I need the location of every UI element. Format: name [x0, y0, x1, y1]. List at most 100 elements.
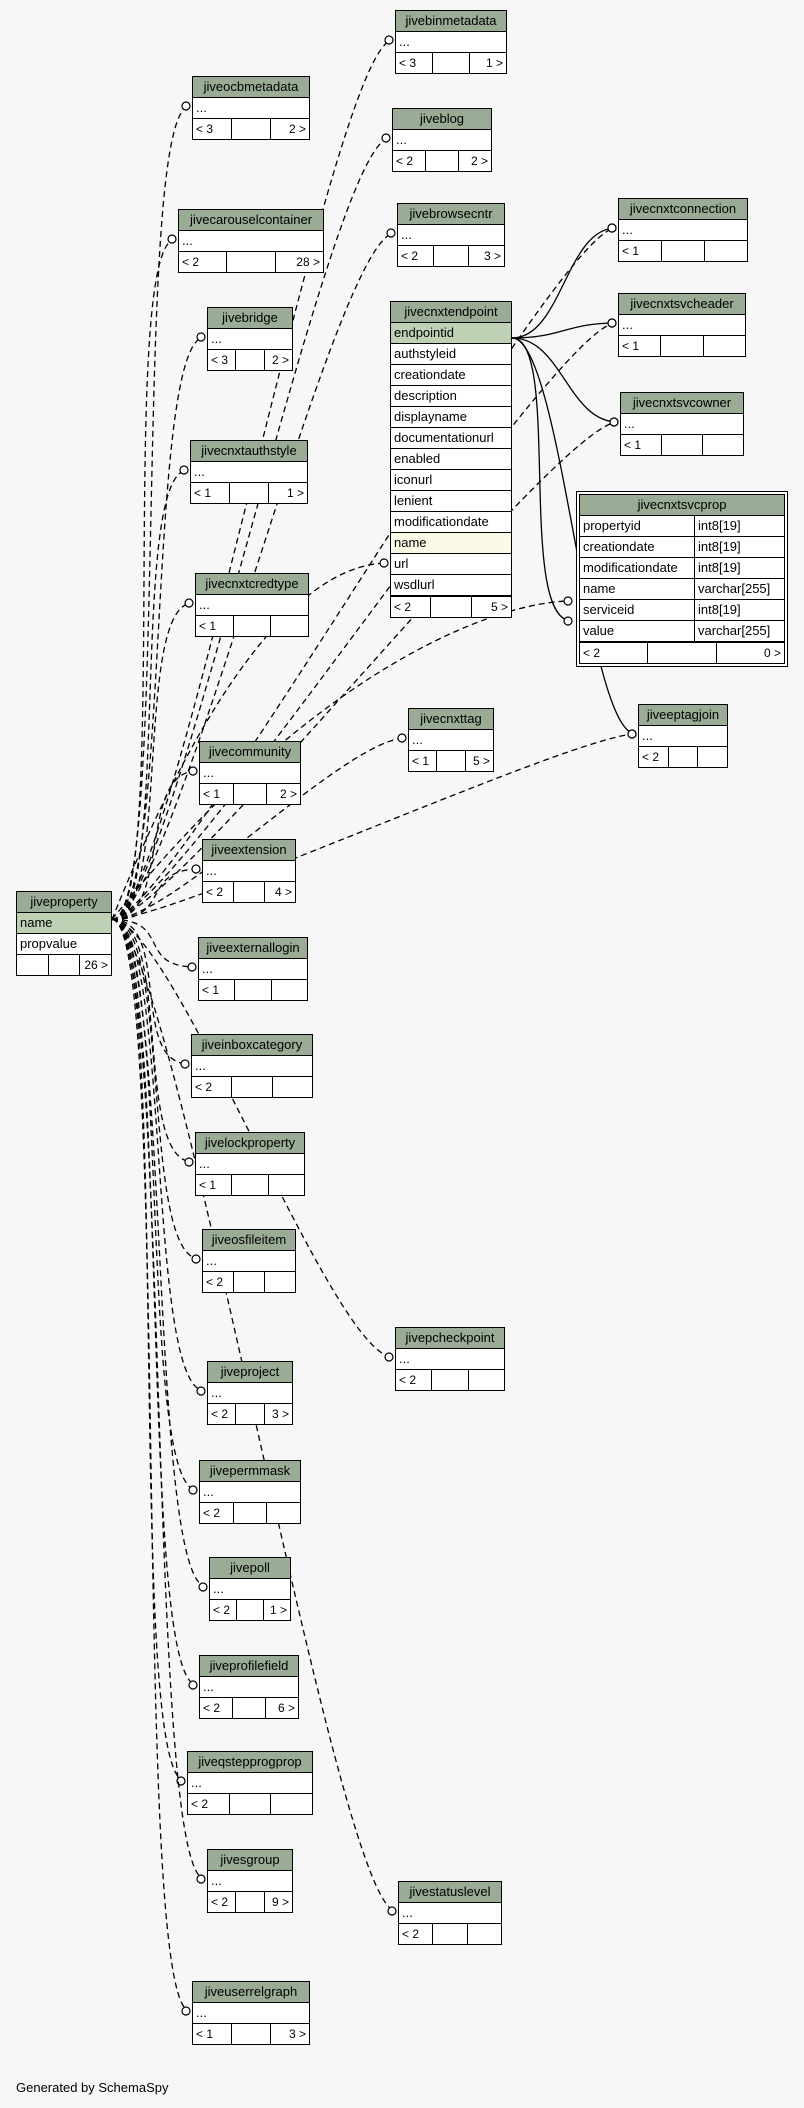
table-jivecommunity[interactable]: jivecommunity...< 1 2 > — [199, 741, 301, 805]
parents-count[interactable]: < 2 — [206, 885, 224, 899]
table-jiveproperty[interactable]: jiveproperty name propvalue 26 > — [16, 891, 112, 976]
parents-count[interactable]: < 1 — [203, 787, 221, 801]
children-count[interactable] — [264, 1272, 295, 1292]
table-jivecnxtauthstyle[interactable]: jivecnxtauthstyle...< 1 1 > — [190, 440, 308, 504]
children-count[interactable]: 5 > — [470, 597, 511, 617]
table-header[interactable]: jivecnxtsvcheader — [619, 294, 745, 315]
table-header[interactable]: jivecnxtendpoint — [391, 302, 511, 323]
table-header[interactable]: jiveproperty — [17, 892, 111, 913]
table-jivebinmetadata[interactable]: jivebinmetadata...< 3 1 > — [395, 10, 507, 74]
parents-count[interactable]: < 1 — [199, 1178, 217, 1192]
table-jivepcheckpoint[interactable]: jivepcheckpoint...< 2 — [395, 1327, 505, 1391]
table-header[interactable]: jivestatuslevel — [399, 1882, 501, 1903]
children-count[interactable] — [702, 336, 745, 356]
table-jiveproject[interactable]: jiveproject...< 2 3 > — [207, 1361, 293, 1425]
table-header[interactable]: jivebridge — [208, 308, 292, 329]
table-header[interactable]: jiveextension — [203, 840, 295, 861]
children-count[interactable]: 6 > — [265, 1698, 298, 1718]
table-header[interactable]: jivebrowsecntr — [398, 204, 504, 225]
table-jivesgroup[interactable]: jivesgroup...< 2 9 > — [207, 1849, 293, 1913]
table-header[interactable]: jivecnxtsvcowner — [621, 393, 743, 414]
children-count[interactable]: 3 > — [468, 246, 504, 266]
table-header[interactable]: jivesgroup — [208, 1850, 292, 1871]
table-jivepermmask[interactable]: jivepermmask...< 2 — [199, 1460, 301, 1524]
table-jiveeptagjoin[interactable]: jiveeptagjoin...< 2 — [638, 704, 728, 768]
children-count[interactable]: 2 > — [458, 151, 491, 171]
children-count[interactable]: 1 > — [268, 483, 307, 503]
table-header[interactable]: jivecnxtconnection — [619, 199, 747, 220]
table-jivecnxttag[interactable]: jivecnxttag...< 1 5 > — [408, 708, 494, 772]
children-count[interactable] — [704, 241, 747, 261]
parents-count[interactable]: < 1 — [624, 438, 642, 452]
parents-count[interactable]: < 2 — [213, 1603, 231, 1617]
table-header[interactable]: jivepermmask — [200, 1461, 300, 1482]
table-header[interactable]: jiveinboxcategory — [192, 1035, 312, 1056]
table-jivelockproperty[interactable]: jivelockproperty...< 1 — [195, 1132, 305, 1196]
parents-count[interactable]: < 2 — [195, 1080, 213, 1094]
table-header[interactable]: jivecommunity — [200, 742, 300, 763]
parents-count[interactable]: < 3 — [196, 122, 214, 136]
parents-count[interactable]: < 2 — [203, 1701, 221, 1715]
children-count[interactable]: 1 > — [263, 1600, 290, 1620]
table-header[interactable]: jivepoll — [210, 1558, 290, 1579]
parents-count[interactable]: < 2 — [206, 1275, 224, 1289]
parents-count[interactable]: < 1 — [199, 619, 217, 633]
table-jivepoll[interactable]: jivepoll...< 2 1 > — [209, 1557, 291, 1621]
table-header[interactable]: jiveqstepprogprop — [188, 1752, 312, 1773]
children-count[interactable]: 28 > — [274, 252, 323, 272]
table-jiveocbmetadata[interactable]: jiveocbmetadata...< 3 2 > — [192, 76, 310, 140]
children-count[interactable]: 4 > — [264, 882, 295, 902]
parents-count[interactable]: < 2 — [399, 1373, 417, 1387]
parents-count[interactable]: < 2 — [642, 750, 660, 764]
children-count[interactable]: 9 > — [263, 1892, 292, 1912]
children-count[interactable] — [266, 1503, 300, 1523]
parents-count[interactable]: < 1 — [196, 2027, 214, 2041]
parents-count[interactable]: < 1 — [202, 983, 220, 997]
parents-count[interactable]: < 2 — [211, 1407, 229, 1421]
table-jivestatuslevel[interactable]: jivestatuslevel...< 2 — [398, 1881, 502, 1945]
table-jiveblog[interactable]: jiveblog...< 2 2 > — [392, 108, 492, 172]
table-header[interactable]: jivepcheckpoint — [396, 1328, 504, 1349]
table-header[interactable]: jivecarouselcontainer — [179, 210, 323, 231]
children-count[interactable] — [697, 747, 727, 767]
children-count[interactable]: 5 > — [464, 751, 493, 771]
table-header[interactable]: jiveexternallogin — [199, 938, 307, 959]
table-header[interactable]: jiveuserrelgraph — [193, 1982, 309, 2003]
children-count[interactable]: 1 > — [469, 53, 506, 73]
table-jiveuserrelgraph[interactable]: jiveuserrelgraph...< 1 3 > — [192, 1981, 310, 2045]
children-count[interactable] — [271, 1077, 312, 1097]
children-count[interactable]: 3 > — [270, 2024, 309, 2044]
children-count[interactable]: 2 > — [263, 350, 292, 370]
children-count[interactable] — [270, 616, 308, 636]
children-count[interactable]: 26 > — [79, 955, 111, 975]
table-header[interactable]: jivecnxttag — [409, 709, 493, 730]
parents-count[interactable]: < 2 — [394, 600, 412, 614]
table-jivebrowsecntr[interactable]: jivebrowsecntr...< 2 3 > — [397, 203, 505, 267]
table-header[interactable]: jivecnxtsvcprop — [580, 495, 784, 516]
table-jiveinboxcategory[interactable]: jiveinboxcategory...< 2 — [191, 1034, 313, 1098]
children-count[interactable]: 3 > — [263, 1404, 292, 1424]
table-jiveextension[interactable]: jiveextension...< 2 4 > — [202, 839, 296, 903]
table-jiveprofilefield[interactable]: jiveprofilefield...< 2 6 > — [199, 1655, 299, 1719]
table-jivecnxtsvcheader[interactable]: jivecnxtsvcheader...< 1 — [618, 293, 746, 357]
table-header[interactable]: jivebinmetadata — [396, 11, 506, 32]
children-count[interactable]: 2 > — [266, 784, 300, 804]
parents-count[interactable]: < 3 — [399, 56, 417, 70]
children-count[interactable]: 2 > — [270, 119, 309, 139]
table-header[interactable]: jivelockproperty — [196, 1133, 304, 1154]
table-header[interactable]: jivecnxtauthstyle — [191, 441, 307, 462]
parents-count[interactable]: < 1 — [412, 754, 430, 768]
parents-count[interactable]: < 2 — [182, 255, 200, 269]
table-jiveexternallogin[interactable]: jiveexternallogin...< 1 — [198, 937, 308, 1001]
table-jivecnxtsvcowner[interactable]: jivecnxtsvcowner...< 1 — [620, 392, 744, 456]
children-count[interactable] — [267, 1175, 304, 1195]
table-header[interactable]: jiveproject — [208, 1362, 292, 1383]
table-header[interactable]: jivecnxtcredtype — [196, 574, 308, 595]
parents-count[interactable]: < 2 — [211, 1895, 229, 1909]
children-count[interactable] — [270, 1794, 312, 1814]
parents-count[interactable]: < 1 — [194, 486, 212, 500]
parents-count[interactable]: < 2 — [402, 1927, 420, 1941]
children-count[interactable]: 0 > — [715, 643, 784, 663]
